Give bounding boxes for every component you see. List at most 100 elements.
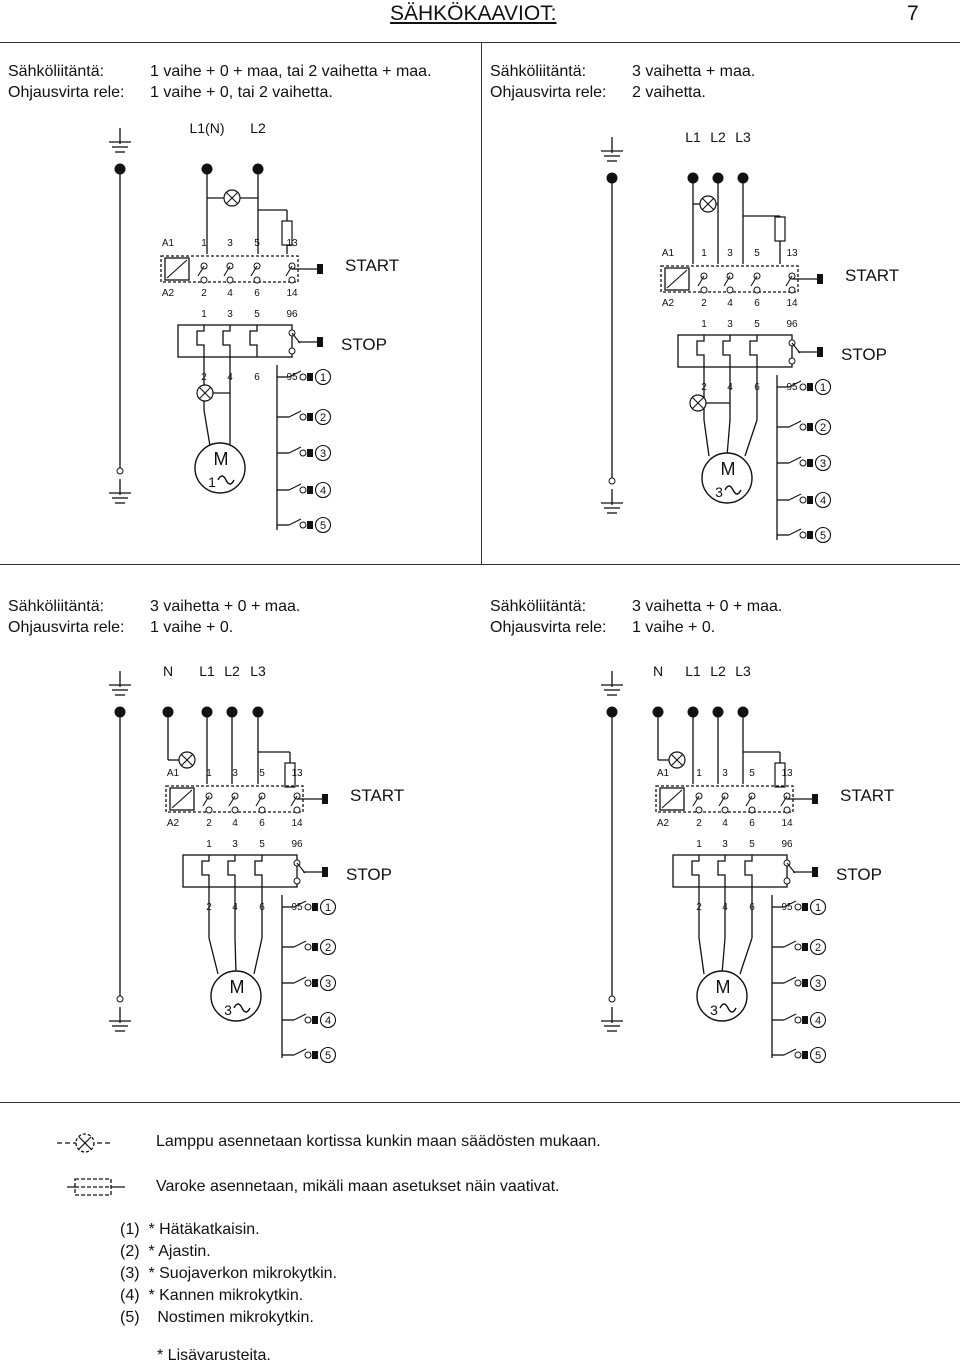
node [304,1051,312,1059]
node [608,995,616,1003]
motor-icon [194,442,246,494]
relay-label: 95 [286,372,298,383]
earth-icon [109,479,131,504]
terminal-label: 2 [696,818,702,829]
note-text: Nostimen mikrokytkin. [148,1309,314,1326]
divider [0,42,960,43]
bullet-number: 1 [320,372,326,384]
lamp-legend: Lamppu asennetaan kortissa kunkin maan s… [156,1133,601,1150]
ctrl-label: Ohjausvirta rele: [490,619,607,636]
motor-label: M [230,977,245,997]
node [258,806,266,814]
relay-label: 5 [254,309,260,320]
supply-label: L1(N) [189,120,224,136]
terminal-label: A1 [657,768,670,779]
node [788,286,796,294]
supply-label: N [653,663,663,679]
note-item: (4) * Kannen mikrokytkin. [120,1285,337,1307]
supply-label: L3 [735,663,751,679]
supply-label: N [163,663,173,679]
node [200,276,208,284]
motor-label: M [214,449,229,469]
number-bullet: 5 [314,516,332,534]
relay-label: 3 [722,839,728,850]
relay-label: 1 [701,319,707,330]
ctrl-value: 2 vaihetta. [632,84,706,101]
stop-label: STOP [346,865,392,884]
supply-label: L1 [199,663,215,679]
node [799,459,807,467]
relay-label: 6 [254,372,260,383]
terminal-label: 3 [227,238,233,249]
conn-label: Sähköliitäntä: [490,63,587,80]
number-bullet: 3 [314,444,332,462]
terminal-label: A1 [662,248,675,259]
lamp-icon [689,394,707,412]
note-item: (1) * Hätäkatkaisin. [120,1219,337,1241]
bullet-number: 2 [320,412,326,424]
switch-icon [802,979,808,987]
stop-label: STOP [841,345,887,364]
switch-icon [802,1016,808,1024]
start-button-icon [317,264,323,274]
motor-phase: 3 [715,484,723,500]
node [794,903,802,911]
relay-label: 5 [754,319,760,330]
terminal-label: 6 [259,818,265,829]
terminal-label: 2 [201,288,207,299]
number-bullet: 1 [314,368,332,386]
terminal-label: 4 [727,298,733,309]
relay-label: 96 [286,309,298,320]
bullet-number: 3 [815,978,821,990]
relay-label: 95 [781,902,793,913]
start-label: START [345,256,399,275]
motor-label: M [721,459,736,479]
note-number: (4) [120,1287,140,1304]
ctrl-label: Ohjausvirta rele: [8,619,125,636]
number-bullet: 4 [314,481,332,499]
motor-icon [701,452,753,504]
terminal-label: 3 [727,248,733,259]
relay-label: 1 [206,839,212,850]
stop-button-icon [322,867,328,877]
heater-legend: Varoke asennetaan, mikäli maan asetukset… [156,1178,560,1195]
terminal-label: 3 [722,768,728,779]
supply-label: L3 [250,663,266,679]
circuit-diagram: NL1L2L3A113513A224614START13596STOP24695… [109,663,404,1064]
switch-icon [312,903,318,911]
switch-icon [807,423,813,431]
switch-icon [307,486,313,494]
terminal-label: 5 [749,768,755,779]
note-number: (1) [120,1221,140,1238]
stop-label: STOP [836,865,882,884]
node [304,943,312,951]
terminal-label: A2 [162,288,175,299]
node [726,286,734,294]
terminal-label: 13 [291,768,303,779]
node [293,806,301,814]
panel-header: Sähköliitäntä:3 vaihetta + 0 + maa. Ohja… [490,596,782,638]
relay-label: 3 [227,309,233,320]
number-bullet: 4 [814,491,832,509]
number-bullet: 5 [814,526,832,544]
terminal-label: 5 [754,248,760,259]
notes-list: (1) * Hätäkatkaisin. (2) * Ajastin. (3) … [120,1219,337,1329]
ctrl-value: 1 vaihe + 0, tai 2 vaihetta. [150,84,333,101]
node [799,423,807,431]
divider [0,564,960,565]
switch-icon [807,459,813,467]
relay-label: 5 [259,839,265,850]
node [299,413,307,421]
supply-label: L3 [735,129,751,145]
node [299,521,307,529]
divider [481,42,482,564]
start-button-icon [817,274,823,284]
number-bullet: 4 [319,1011,337,1029]
start-label: START [350,786,404,805]
page-number: 7 [907,2,919,25]
switch-icon [312,1016,318,1024]
switch-icon [307,373,313,381]
start-button-icon [322,794,328,804]
node [794,979,802,987]
switch-icon [307,413,313,421]
